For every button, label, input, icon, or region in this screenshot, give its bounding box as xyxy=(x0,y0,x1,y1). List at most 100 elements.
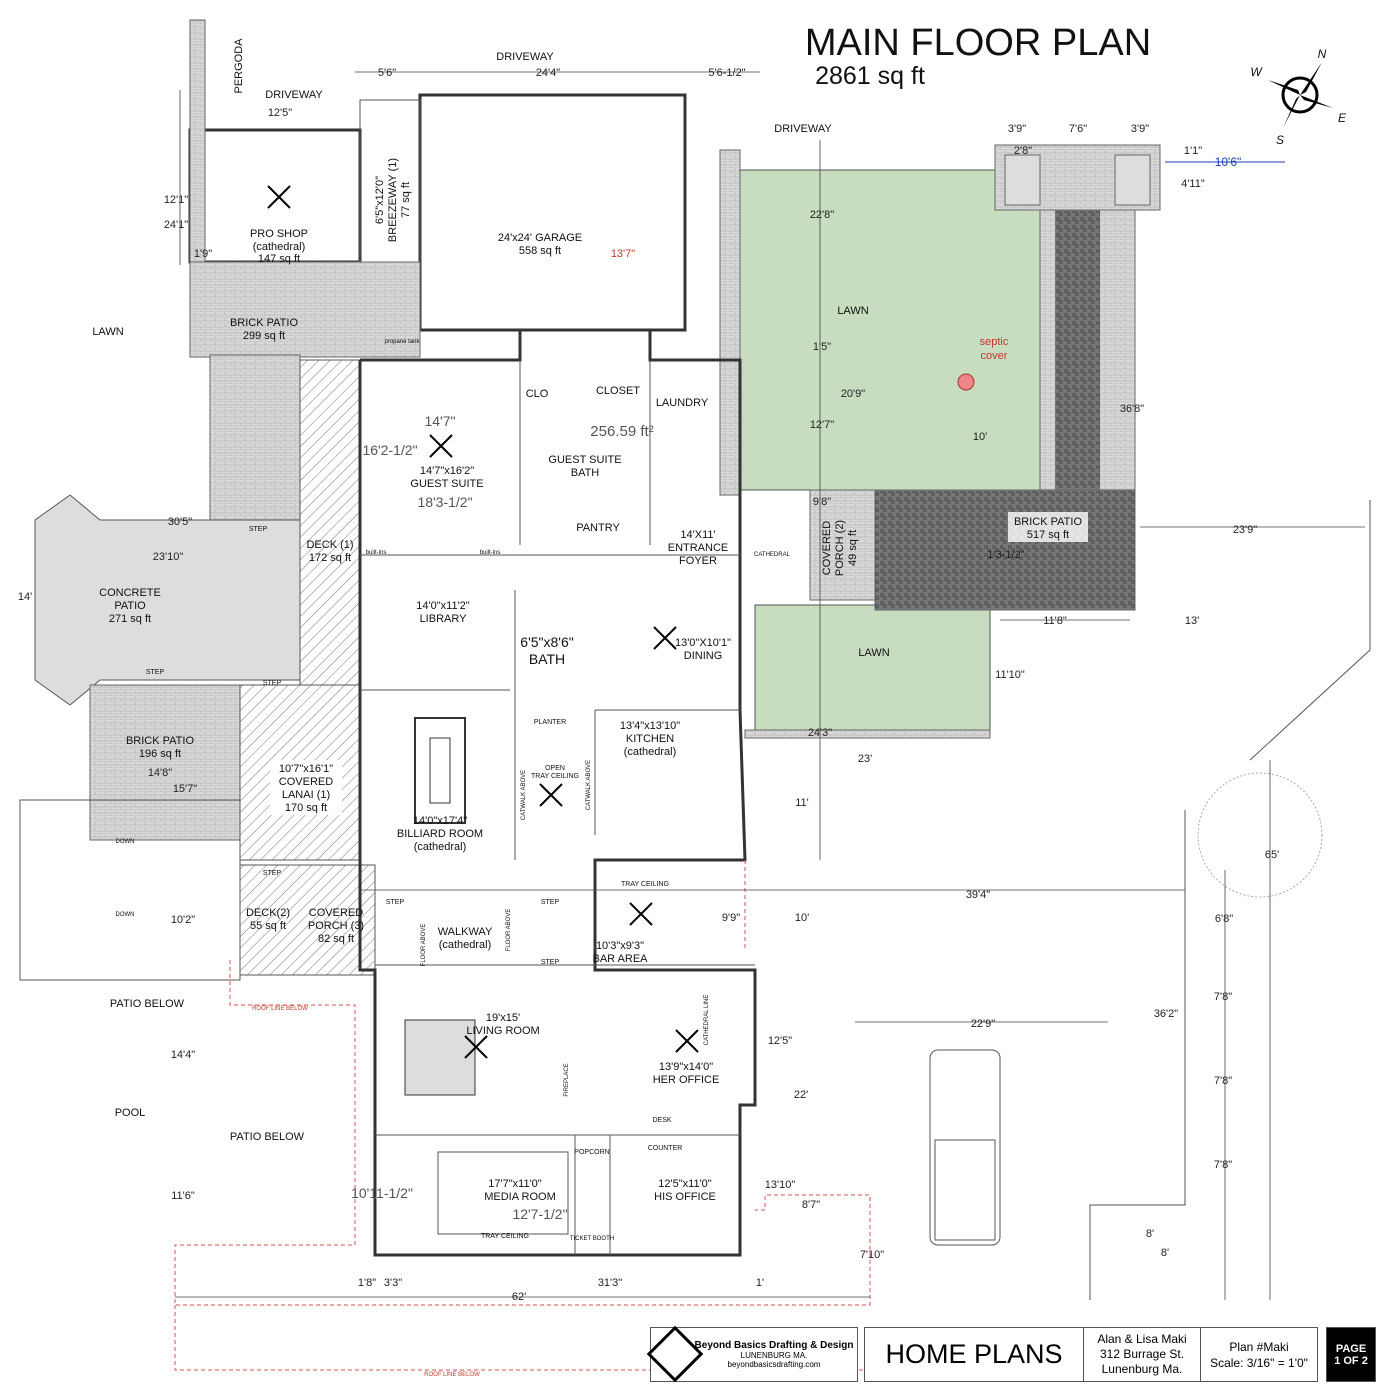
dimension-label: 10'2" xyxy=(171,914,195,926)
room-bath: 6'5"x8'6" BATH xyxy=(520,634,573,667)
dimension-label: 4'11" xyxy=(1181,178,1205,190)
plan-label: PATIO xyxy=(114,600,146,612)
dimension-label: 14' xyxy=(18,591,32,603)
dimension-label: 9'8" xyxy=(813,496,831,508)
plan-label: PRO SHOP xyxy=(250,228,308,240)
plan-label: DESK xyxy=(652,1117,671,1124)
plan-label: PERGODA xyxy=(233,38,245,94)
plan-label: BRICK PATIO xyxy=(126,735,194,747)
plan-label: 49 sq ft xyxy=(847,530,859,566)
dimension-label: 2'8" xyxy=(1014,145,1032,157)
room-living: 19'x15' LIVING ROOM xyxy=(466,1012,539,1037)
room-lanai: 10'7"x16'1" COVERED LANAI (1) 170 sq ft xyxy=(270,760,342,815)
plan-label: 14'X11' xyxy=(680,529,715,541)
plan-label: 82 sq ft xyxy=(318,933,354,945)
dimension-label: 24'1" xyxy=(164,219,188,231)
plan-label: cover xyxy=(981,350,1008,362)
page-label: PAGE xyxy=(1335,1342,1367,1355)
room-breezeway: 6'5"x12'0" BREEZEWAY (1) 77 sq ft xyxy=(374,158,412,242)
room-closet: CLOSET xyxy=(596,385,640,397)
plan-title: MAIN FLOOR PLAN xyxy=(805,22,1151,64)
tree-icon xyxy=(1197,772,1323,898)
plan-label: COVERED xyxy=(821,521,833,575)
room-billiard: 14'0"x17'4" BILLIARD ROOM (cathedral) xyxy=(397,815,483,853)
plan-label: 55 sq ft xyxy=(250,920,286,932)
plan-label: S xyxy=(1276,133,1284,147)
room-her-office: 13'9"x14'0" HER OFFICE DESK COUNTER xyxy=(648,1061,720,1152)
plan-label: 13'4"x13'10" xyxy=(620,720,680,732)
plan-label: FIREPLACE xyxy=(564,1063,570,1096)
company-name: Beyond Basics Drafting & Design xyxy=(694,1340,854,1351)
lawn-lower xyxy=(754,604,991,731)
dimension-label: 14'4" xyxy=(171,1049,195,1061)
dimension-label: 10'6" xyxy=(1215,155,1242,169)
plan-label: LAWN xyxy=(92,326,123,338)
dimension-label: 1'8" xyxy=(358,1277,376,1289)
plan-label: TRAY CEILING xyxy=(531,773,579,780)
room-brick-patio-top: BRICK PATIO 299 sq ft xyxy=(230,317,298,342)
plan-label: HIS OFFICE xyxy=(654,1191,716,1203)
plan-label: FLOOR ABOVE xyxy=(506,909,512,952)
plan-label: PORCH (3) xyxy=(308,920,364,932)
plan-label: 14'7"x16'2" xyxy=(420,465,474,477)
plan-label: built-ins xyxy=(366,550,387,556)
plan-label: POPCORN xyxy=(574,1149,609,1156)
plan-label: 147 sq ft xyxy=(258,253,300,265)
plan-label: E xyxy=(1338,111,1347,125)
plan-label: (cathedral) xyxy=(414,841,467,853)
dimension-label: 7'6" xyxy=(1069,123,1087,135)
plan-label: OPEN xyxy=(545,765,565,772)
plan-label: TRAY CEILING xyxy=(621,881,669,888)
dimension-labels: 5'6"24'4"5'6-1/2"12'5"12'1"24'1"1'9"13'7… xyxy=(18,67,1279,1303)
room-foyer: 14'X11' ENTRANCE FOYER xyxy=(668,529,729,567)
plan-label: BAR AREA xyxy=(592,953,648,965)
plan-label: 12'5"x11'0" xyxy=(658,1178,711,1190)
room-laundry: LAUNDRY xyxy=(656,397,709,409)
plan-label: TRAY CEILING xyxy=(481,1233,529,1240)
plan-label: CATWALK ABOVE xyxy=(586,760,592,810)
dimension-label: 22' xyxy=(794,1089,808,1101)
dimension-label: 20'9" xyxy=(841,388,865,400)
ceiling-x-marks xyxy=(267,185,699,1059)
dimension-label: 62' xyxy=(512,1291,526,1303)
room-brick-patio-right: BRICK PATIO 517 sq ft xyxy=(1008,512,1088,542)
dimension-label: 8' xyxy=(1146,1228,1154,1240)
room-media: 17'7"x11'0" MEDIA ROOM POPCORN TICKET BO… xyxy=(481,1149,614,1242)
dimension-label: 1'3-1/2" xyxy=(987,549,1024,561)
plan-label: 271 sq ft xyxy=(109,613,151,625)
dimension-label: 18'3-1/2" xyxy=(417,494,472,510)
room-guest-bath: GUEST SUITE BATH 256.59 ft² xyxy=(548,423,653,479)
room-bar: TRAY CEILING 10'3"x9'3" BAR AREA xyxy=(592,881,669,965)
truck-icon xyxy=(929,1049,1001,1246)
dimension-label: 7'8" xyxy=(1214,1075,1232,1087)
room-deck1: DECK (1) 172 sq ft xyxy=(306,539,353,564)
plan-label: BATH xyxy=(529,651,565,667)
plan-label: 14'0"x11'2" xyxy=(416,600,469,612)
dimension-label: 12'5" xyxy=(768,1035,792,1047)
room-deck2: DECK(2) 55 sq ft xyxy=(246,907,290,932)
dimension-label: 9'9" xyxy=(722,912,740,924)
plan-area: 2861 sq ft xyxy=(815,62,925,90)
dimension-label: 5'6" xyxy=(378,67,396,79)
plan-label: 19'x15' xyxy=(486,1012,520,1024)
room-kitchen: 13'4"x13'10" KITCHEN (cathedral) xyxy=(620,720,680,758)
plan-label: COVERED xyxy=(309,907,363,919)
dimension-lines xyxy=(175,71,1365,1300)
dimension-label: 10' xyxy=(973,431,987,443)
dimension-label: 11'10" xyxy=(995,669,1025,681)
plan-label: BREEZEWAY (1) xyxy=(387,158,399,242)
dimension-label: 1' xyxy=(756,1277,764,1289)
room-garage: 24'x24' GARAGE 558 sq ft xyxy=(498,232,582,257)
plan-label: MEDIA ROOM xyxy=(484,1191,556,1203)
dimension-label: 39'4" xyxy=(966,889,990,901)
room-his-office: 12'5"x11'0" HIS OFFICE xyxy=(654,1178,716,1203)
plan-label: DECK(2) xyxy=(246,907,290,919)
dimension-label: 3'9" xyxy=(1008,123,1026,135)
plan-label: WALKWAY xyxy=(438,926,493,938)
plan-label: CONCRETE xyxy=(99,587,161,599)
room-covered-porch3: COVERED PORCH (3) 82 sq ft xyxy=(308,907,364,945)
dimension-label: 13'10" xyxy=(765,1179,796,1191)
plan-label: KITCHEN xyxy=(626,733,674,745)
